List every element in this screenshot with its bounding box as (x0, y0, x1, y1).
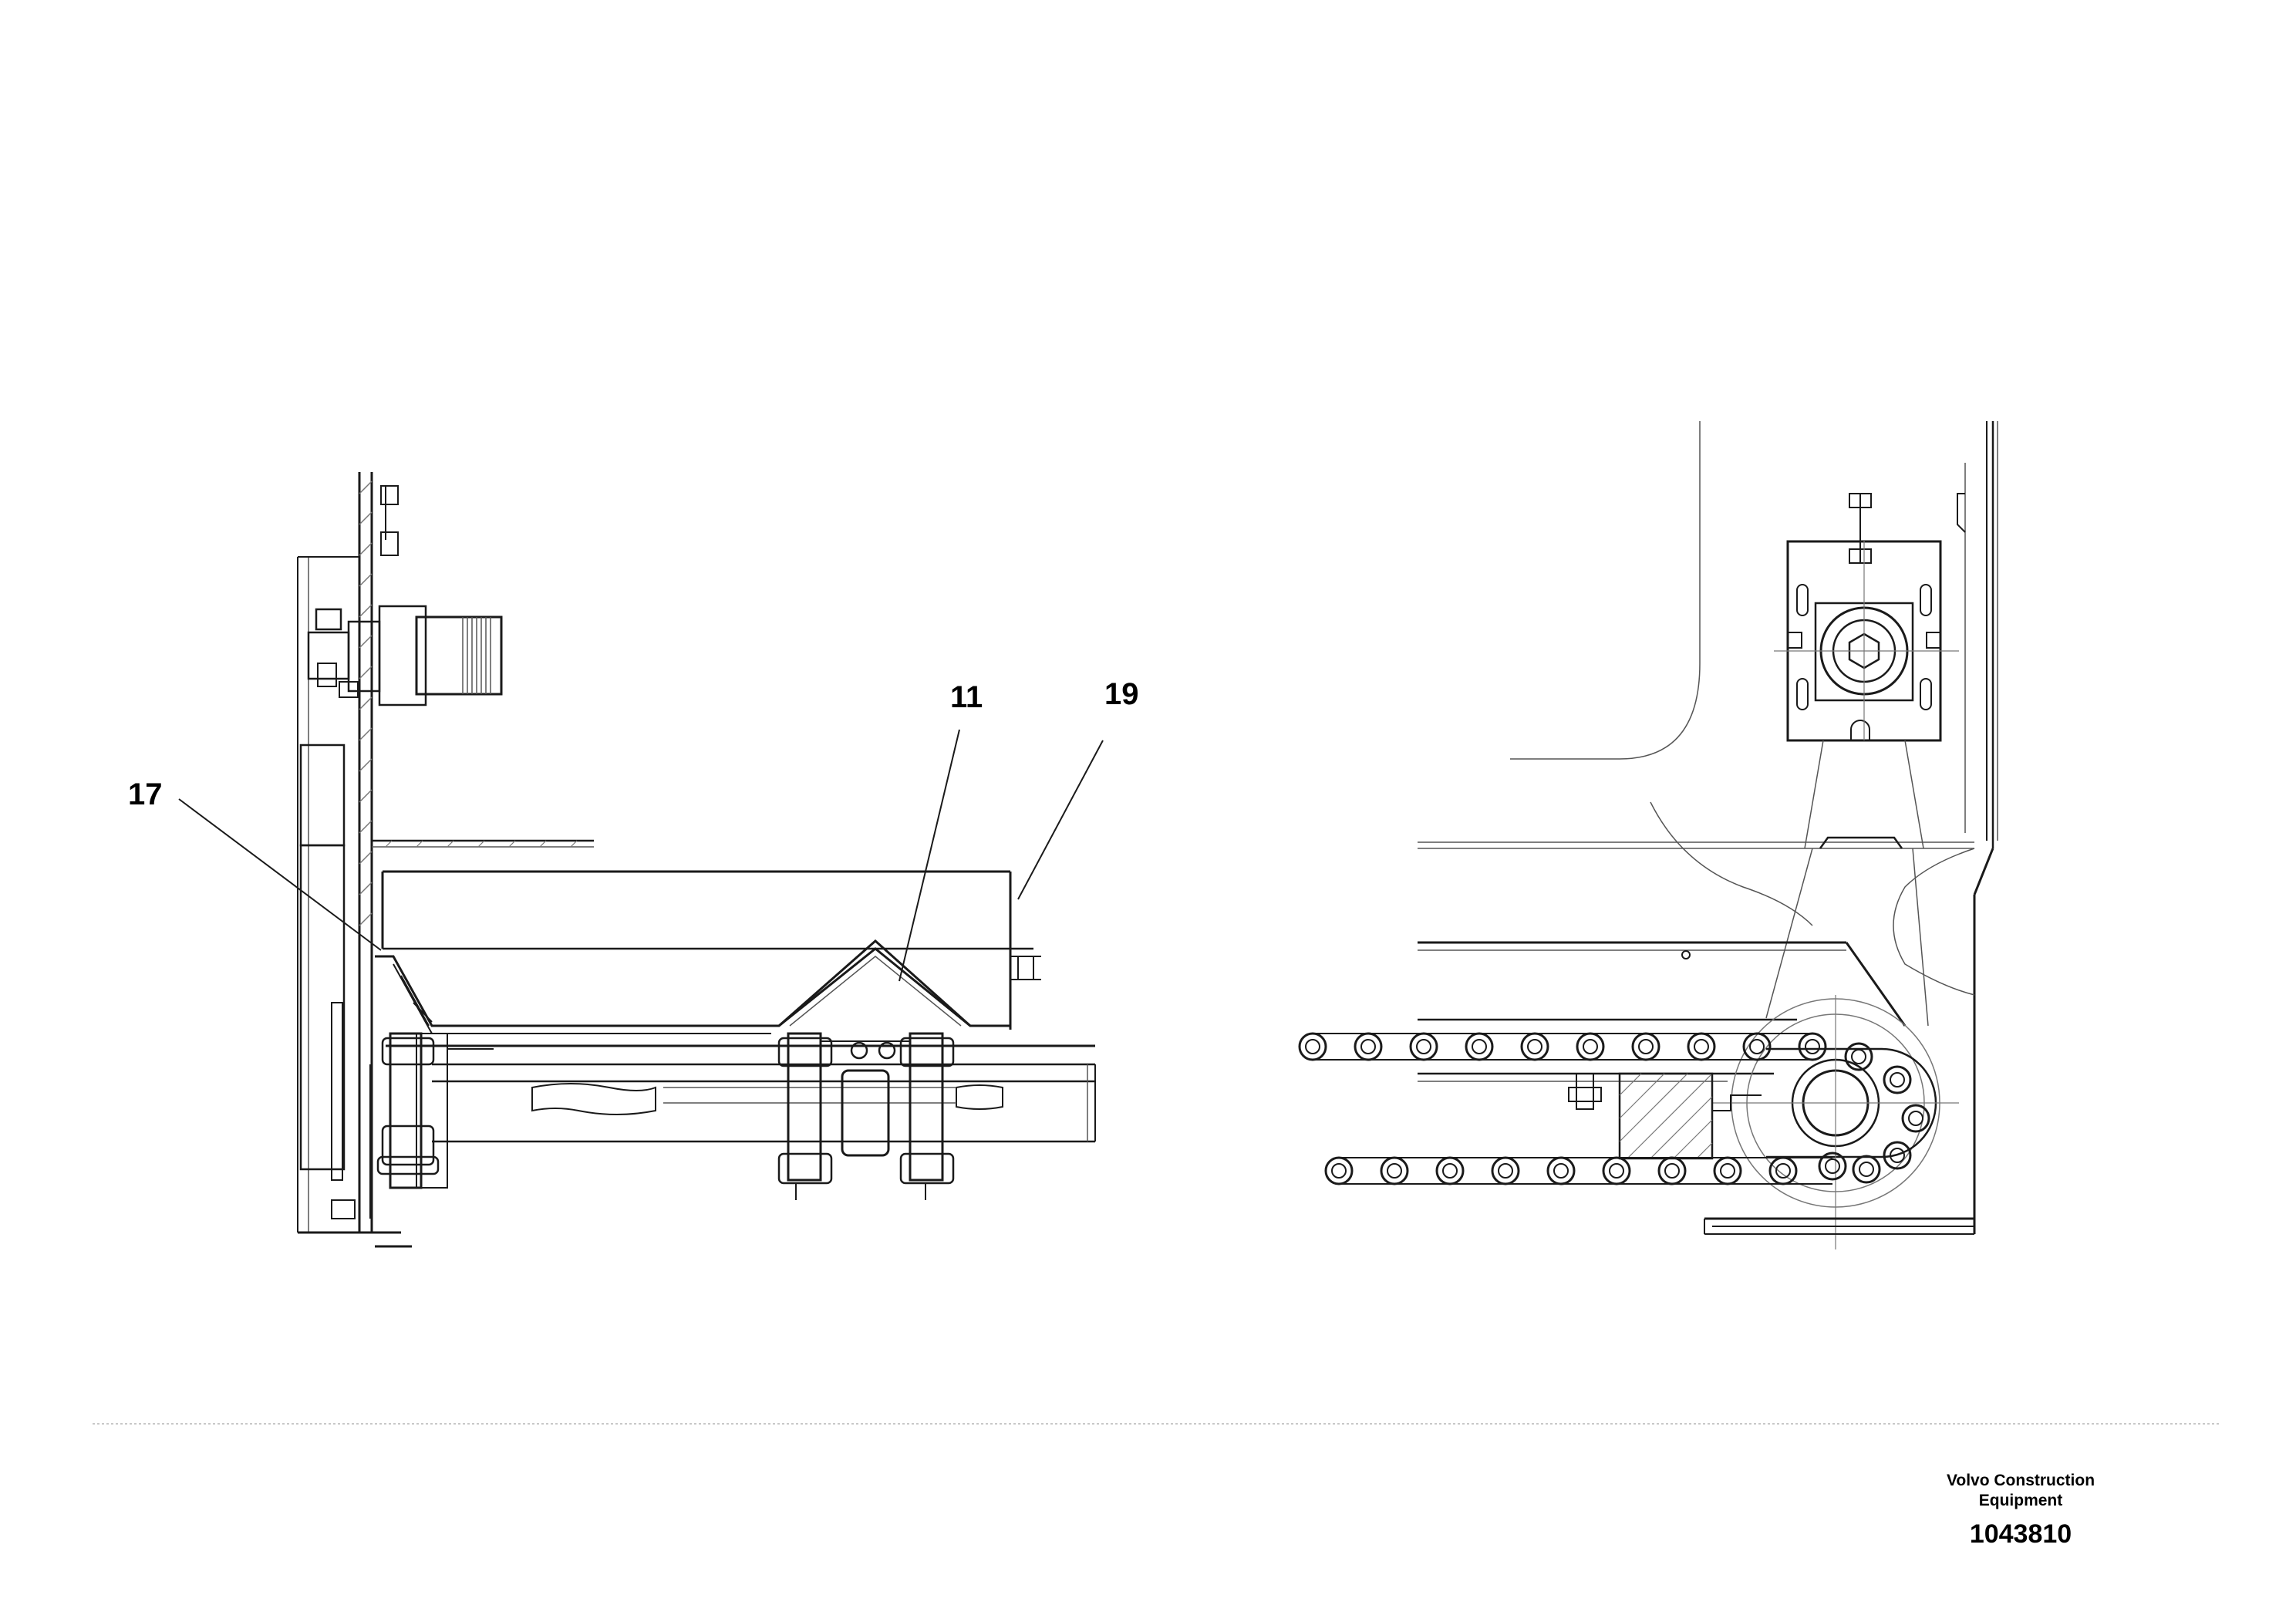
company-name-line1: Volvo Construction (1946, 1472, 2095, 1489)
frame-outline (1418, 421, 1998, 1234)
base-plate (1704, 1217, 1974, 1235)
lower-shaft (386, 1044, 1096, 1143)
left-bearing (331, 1032, 494, 1219)
centre-bearing (777, 1032, 955, 1200)
upper-chain-rollers (1298, 1032, 1930, 1184)
chain-links (1313, 1033, 1832, 1185)
callout-11: 11 (950, 680, 983, 714)
wall-plate-lower (299, 844, 346, 1171)
callout-19: 19 (1104, 677, 1139, 711)
pedestal (1765, 740, 1929, 1027)
leader-lines (178, 729, 1104, 982)
chain-belt (1418, 941, 1907, 1082)
left-section-view (297, 472, 1096, 1248)
belt-trough (375, 939, 1010, 1034)
company-name-line2: Equipment (1978, 1492, 2063, 1509)
wall-plate-upper (299, 744, 346, 847)
callout-17: 17 (128, 777, 163, 811)
wall-plate-slot (331, 1002, 343, 1181)
bearing-housing (1774, 493, 1959, 742)
right-chain-view (1298, 421, 1998, 1249)
leader-17 (178, 798, 382, 951)
side-wall (297, 472, 401, 1234)
leader-19 (1017, 740, 1104, 900)
leader-11 (899, 729, 960, 982)
drawing-number: 1043810 (1969, 1519, 2072, 1549)
side-panel (381, 870, 1041, 1030)
drive-motor (307, 485, 503, 706)
company-name: Volvo Construction Equipment (1905, 1471, 2136, 1511)
